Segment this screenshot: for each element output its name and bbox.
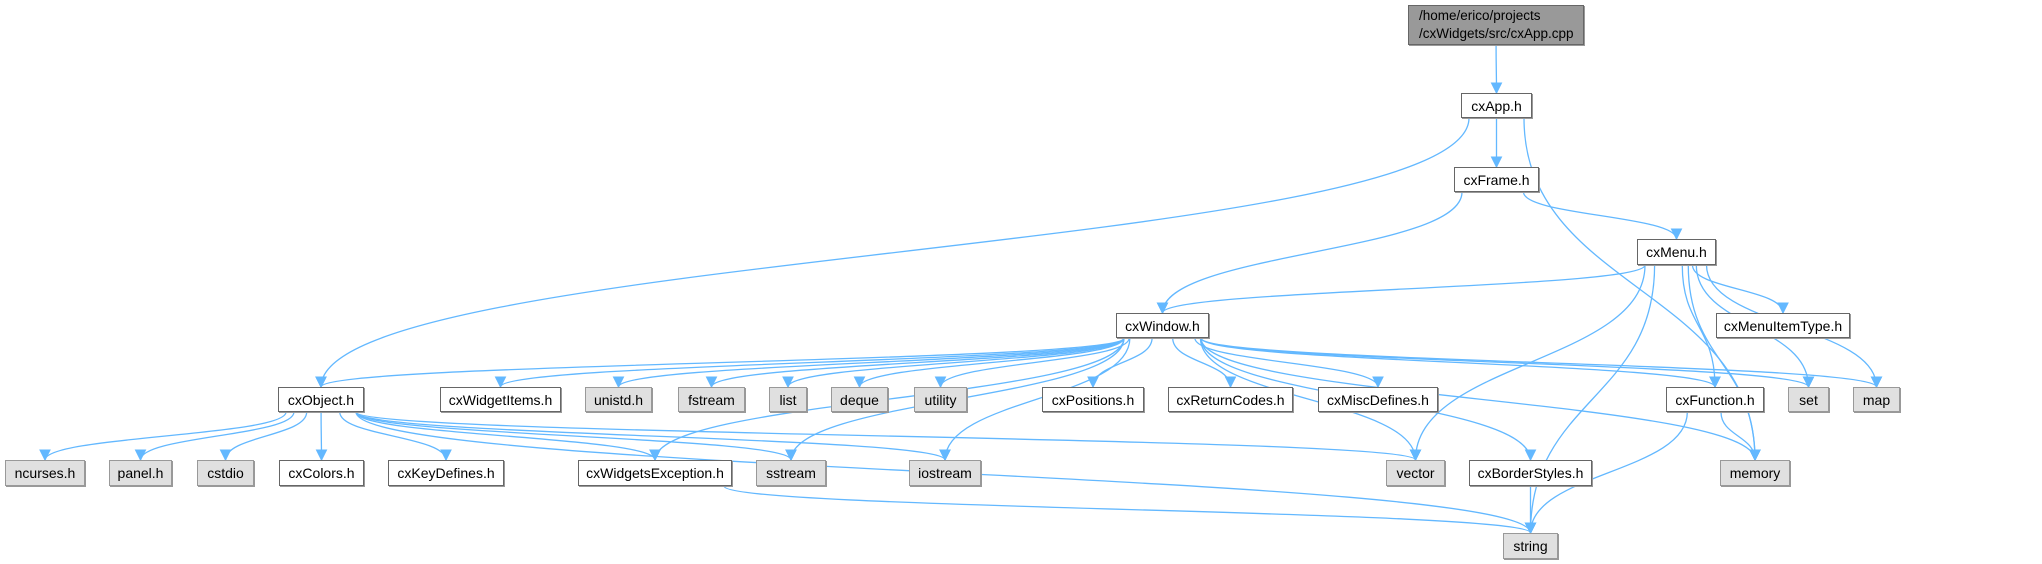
edge-cxobject-to-cxwidgetsexception <box>355 411 661 462</box>
edge-cxmenu-to-cxmenuitemtype <box>1691 264 1789 315</box>
node-cxkeydefines[interactable]: cxKeyDefines.h <box>388 460 504 486</box>
edge-cxobject-to-cstdio <box>219 411 308 462</box>
edge-cxobject-to-panel <box>134 411 295 462</box>
node-deque: deque <box>831 387 888 412</box>
edge-cxwindow-to-cxreturncodes <box>1172 337 1237 389</box>
node-cxmenu[interactable]: cxMenu.h <box>1637 239 1716 265</box>
node-cxobject[interactable]: cxObject.h <box>278 387 364 412</box>
edge-cxwindow-to-cxpositions <box>1087 337 1153 389</box>
node-unistd: unistd.h <box>585 387 652 412</box>
node-vector: vector <box>1386 460 1445 486</box>
edge-cxobject-to-ncurses <box>39 411 287 462</box>
root-path-line1: /home/erico/projects <box>1419 8 1541 23</box>
node-panel: panel.h <box>109 460 172 486</box>
root-path-line2: /cxWidgets/src/cxApp.cpp <box>1419 26 1574 41</box>
edge-cxwindow-to-fstream <box>705 337 1125 389</box>
edge-cxfunction-to-string <box>1524 411 1688 535</box>
node-set: set <box>1788 387 1829 412</box>
edge-cxmenu-to-cxfunction <box>1681 264 1721 389</box>
edge-cxmenu-to-cxwindow <box>1156 264 1646 315</box>
edge-cxwindow-to-cxfunction <box>1200 337 1721 389</box>
edge-cxframe-to-cxwindow <box>1156 191 1463 315</box>
edge-cxwindow-to-cxwidgetitems <box>494 337 1125 389</box>
node-fstream: fstream <box>678 387 745 412</box>
node-cxwidgetitems[interactable]: cxWidgetItems.h <box>440 387 561 412</box>
edge-cxwidgetsexception-to-string <box>723 485 1536 535</box>
node-cxmenuitemtype[interactable]: cxMenuItemType.h <box>1716 313 1850 338</box>
edge-cxmenu-to-string <box>1524 264 1656 535</box>
node-utility: utility <box>914 387 967 412</box>
edge-cxframe-to-cxmenu <box>1522 191 1683 241</box>
node-cxwindow[interactable]: cxWindow.h <box>1116 313 1209 338</box>
node-memory: memory <box>1720 460 1790 486</box>
node-list: list <box>769 387 807 412</box>
edge-cxwindow-to-iostream <box>939 337 1131 462</box>
edge-cxwindow-to-vector <box>1199 337 1422 462</box>
edge-cxapp-to-cxobject <box>315 117 1470 389</box>
node-ncurses: ncurses.h <box>5 460 85 486</box>
edge-cxwindow-to-cxobject <box>315 337 1125 389</box>
node-cstdio: cstdio <box>197 460 254 486</box>
edge-cxobject-to-cxkeydefines <box>339 411 452 462</box>
edge-cxwindow-to-list <box>782 337 1125 389</box>
node-string: string <box>1503 533 1558 559</box>
node-map: map <box>1853 387 1900 412</box>
node-cxmiscdefines[interactable]: cxMiscDefines.h <box>1318 387 1438 412</box>
node-sstream: sstream <box>756 460 826 486</box>
node-cxframe[interactable]: cxFrame.h <box>1454 167 1539 192</box>
node-cxcolors[interactable]: cxColors.h <box>279 460 364 486</box>
edge-cxobject-to-iostream <box>355 411 951 462</box>
node-iostream: iostream <box>909 460 981 486</box>
edge-cxwindow-to-deque <box>853 337 1125 389</box>
node-cxfunction[interactable]: cxFunction.h <box>1666 387 1764 412</box>
edge-cxobject-to-sstream <box>355 411 797 462</box>
node-cxborderstyles[interactable]: cxBorderStyles.h <box>1469 460 1592 486</box>
root-file-node[interactable]: /home/erico/projects /cxWidgets/src/cxAp… <box>1408 5 1584 45</box>
node-cxapp[interactable]: cxApp.h <box>1461 93 1532 118</box>
node-cxreturncodes[interactable]: cxReturnCodes.h <box>1168 387 1293 412</box>
edge-cxwindow-to-set <box>1200 337 1815 389</box>
edge-cxwindow-to-unistd <box>612 337 1125 389</box>
node-cxpositions[interactable]: cxPositions.h <box>1042 387 1144 412</box>
edge-cxwindow-to-map <box>1200 337 1883 389</box>
edge-cxobject-to-vector <box>355 411 1421 462</box>
edge-cxwindow-to-memory <box>1200 337 1761 462</box>
edge-cxmenu-to-memory <box>1687 264 1761 462</box>
edge-cxfunction-to-memory <box>1720 411 1761 462</box>
node-cxwidgetsexception[interactable]: cxWidgetsException.h <box>578 460 732 486</box>
